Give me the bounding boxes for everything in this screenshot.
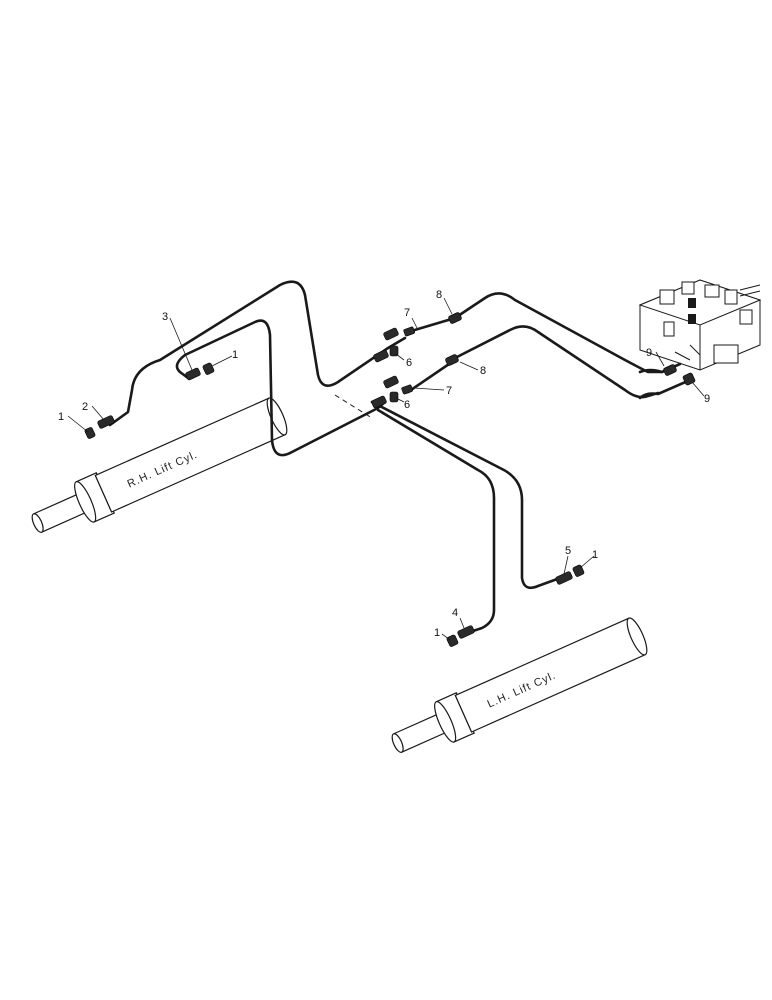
- hoses: [108, 280, 692, 634]
- fitting-1-rh-rear: [84, 427, 96, 439]
- hose-rh-front: [175, 319, 387, 457]
- fitting-8-upper: [448, 312, 462, 324]
- fitting-4: [457, 625, 475, 639]
- callout-9-lower: 9: [704, 393, 710, 405]
- hose-rh-rear: [108, 280, 407, 427]
- fitting-9-lower: [682, 372, 696, 386]
- fitting-8-lower: [445, 354, 459, 366]
- fitting-5: [555, 571, 573, 585]
- callout-7-lower: 7: [446, 385, 452, 397]
- fitting-9-upper: [663, 364, 677, 376]
- fitting-1-rh-front: [202, 362, 215, 375]
- lh-lift-cylinder: L.H. Lift Cyl.: [391, 617, 648, 753]
- callout-9-upper: 9: [646, 347, 652, 359]
- callout-1-rh-front: 1: [232, 349, 238, 361]
- fitting-1-lh-front: [446, 634, 459, 647]
- callout-1-lh-rear: 1: [592, 549, 598, 561]
- callout-4: 4: [452, 607, 458, 619]
- fitting-6-lower-b: [371, 395, 387, 409]
- fitting-3: [185, 367, 201, 381]
- fitting-2: [97, 415, 115, 429]
- fitting-6-upper-tee: [389, 345, 399, 357]
- callout-3: 3: [162, 311, 168, 323]
- callout-1-lh-front: 1: [434, 627, 440, 639]
- fitting-6-lower-tee: [389, 391, 399, 403]
- hose-lh-front: [376, 408, 496, 634]
- callout-numbers: 1 2 3 1 7 8 6 8 7 6 9 9 5 1 4 1: [58, 289, 710, 639]
- callout-8-lower: 8: [480, 365, 486, 377]
- callout-1-rh-rear: 1: [58, 411, 64, 423]
- control-valve: [638, 279, 762, 371]
- fitting-6-upper-b: [373, 349, 389, 363]
- fitting-6-upper-a: [383, 327, 399, 341]
- hose-lh-rear: [370, 400, 562, 590]
- hose-valve-upper: [453, 292, 664, 374]
- rh-lift-cylinder: R.H. Lift Cyl.: [31, 397, 288, 533]
- callout-5: 5: [565, 545, 571, 557]
- fitting-7-upper: [403, 326, 415, 337]
- fitting-6-lower-a: [383, 375, 399, 389]
- callout-8-upper: 8: [436, 289, 442, 301]
- fitting-7-lower: [401, 384, 413, 395]
- fittings: [84, 312, 696, 647]
- callout-leaders: [67, 297, 705, 641]
- fitting-1-lh-rear: [572, 564, 585, 577]
- callout-2: 2: [82, 401, 88, 413]
- hose-crossing-line: [334, 394, 373, 419]
- callout-6-upper: 6: [406, 357, 412, 369]
- callout-6-lower: 6: [404, 399, 410, 411]
- valve-elbow-upper: [638, 362, 682, 374]
- valve-elbow-lower: [638, 378, 692, 400]
- tube-7-8-lower: [406, 360, 454, 394]
- tube-7-8-upper: [406, 316, 457, 334]
- callout-7-upper: 7: [404, 307, 410, 319]
